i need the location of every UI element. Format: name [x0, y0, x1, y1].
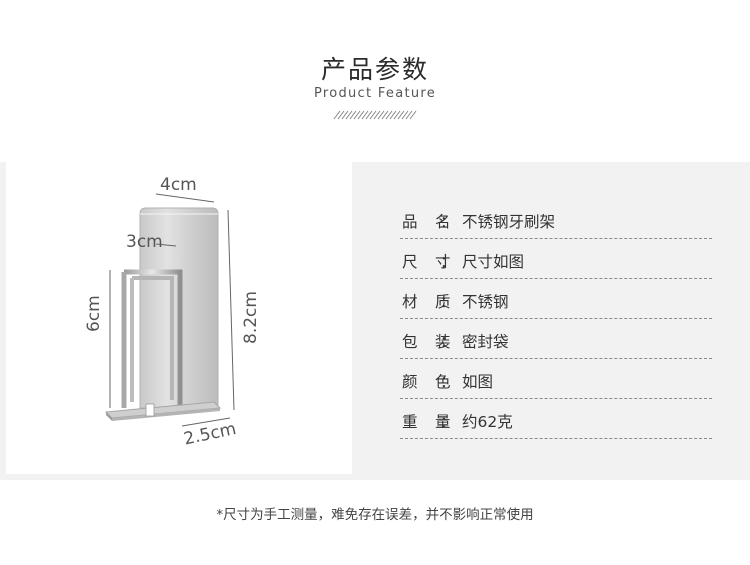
spec-value: 密封袋: [462, 333, 509, 351]
page-subtitle: Product Feature: [313, 86, 437, 101]
spec-colon: ：: [440, 413, 456, 431]
spec-value: 如图: [462, 373, 494, 391]
spec-label: 颜: [402, 373, 418, 391]
spec-row-size: 尺 寸 ： 尺寸如图: [400, 239, 712, 279]
spec-list: 品 名 ： 不锈钢牙刷架 尺 寸 ： 尺寸如图 材 质 ： 不锈钢 包 装 ： …: [400, 199, 712, 439]
spec-label: 名: [435, 213, 451, 231]
dim-holder-height: 6cm: [84, 295, 104, 332]
spec-row-name: 品 名 ： 不锈钢牙刷架: [400, 199, 712, 239]
spec-colon: ：: [440, 333, 456, 351]
spec-label: 包: [402, 333, 418, 351]
spec-label: 重: [402, 413, 418, 431]
spec-label: 寸: [435, 253, 451, 271]
spec-label: 尺: [402, 253, 418, 271]
spec-value: 尺寸如图: [462, 253, 525, 271]
spec-label: 质: [435, 293, 451, 311]
disclaimer-note: *尺寸为手工测量，难免存在误差，并不影响正常使用: [216, 507, 534, 523]
spec-colon: ：: [440, 253, 456, 271]
header: 产品参数 Product Feature: [0, 0, 750, 160]
product-photo: 4cm 3cm 6cm 8.2cm 2.5cm: [6, 162, 352, 474]
spec-label: 装: [435, 333, 451, 351]
dim-total-height: 8.2cm: [241, 291, 261, 344]
dim-inner-width: 3cm: [126, 232, 163, 252]
spec-colon: ：: [440, 213, 456, 231]
hatch-divider-icon: [333, 110, 417, 120]
spec-row-weight: 重 量 ： 约62克: [400, 399, 712, 439]
spec-value: 约62克: [462, 413, 513, 431]
spec-colon: ：: [440, 373, 456, 391]
spec-label: 色: [435, 373, 451, 391]
spec-label: 材: [402, 293, 418, 311]
spec-row-packaging: 包 装 ： 密封袋: [400, 319, 712, 359]
spec-row-material: 材 质 ： 不锈钢: [400, 279, 712, 319]
spec-row-color: 颜 色 ： 如图: [400, 359, 712, 399]
spec-label: 量: [435, 413, 451, 431]
spec-label: 品: [402, 213, 418, 231]
toothbrush-holder-illustration: [104, 193, 235, 427]
spec-value: 不锈钢: [462, 293, 509, 311]
dim-top-width: 4cm: [160, 175, 197, 195]
spec-colon: ：: [440, 293, 456, 311]
page-title: 产品参数: [320, 55, 429, 84]
spec-value: 不锈钢牙刷架: [462, 213, 556, 231]
